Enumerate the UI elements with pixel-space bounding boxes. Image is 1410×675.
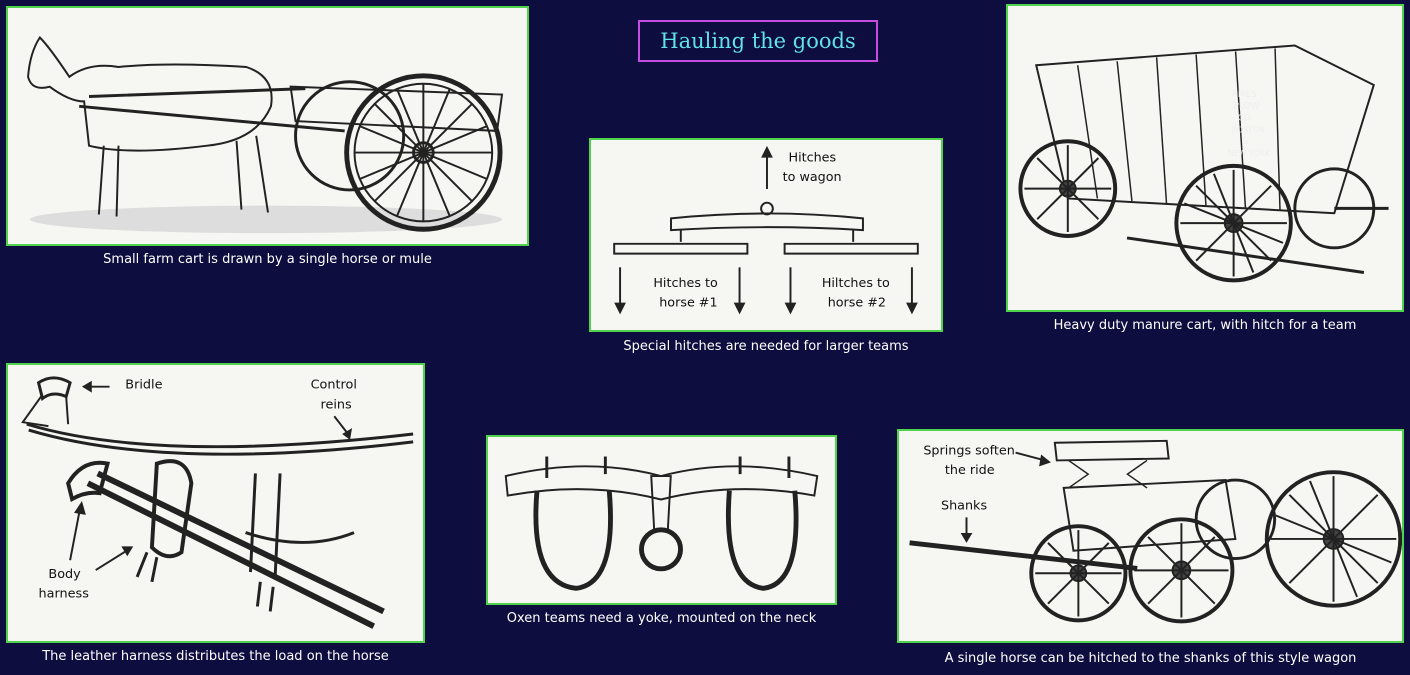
marking-4: & xyxy=(1242,137,1249,147)
marking-2: CO. xyxy=(1238,113,1254,123)
farm-cart-caption: Small farm cart is drawn by a single hor… xyxy=(103,252,432,267)
label-springs-2: the ride xyxy=(945,463,995,478)
manure-cart-caption: Heavy duty manure cart, with hitch for a… xyxy=(1053,318,1357,333)
harness-panel: Bridle Control reins Body harness xyxy=(6,363,425,643)
wagon-caption: A single horse can be hitched to the sha… xyxy=(944,651,1357,666)
page-title-box: Hauling the goods xyxy=(638,20,878,62)
yoke-panel xyxy=(486,435,837,605)
label-control-1: Control xyxy=(311,378,357,393)
label-horse1-1: Hitches to xyxy=(653,276,718,291)
label-hitches-wagon-1: Hitches xyxy=(789,151,837,166)
marking-0: AMES xyxy=(1232,90,1257,100)
farm-cart-illustration xyxy=(27,35,504,234)
hitches-diagram: Hitches to wagon Hitches to horse #1 Hil… xyxy=(613,145,919,315)
page-title: Hauling the goods xyxy=(660,29,856,53)
label-springs-1: Springs soften xyxy=(923,444,1014,459)
marking-1: PLOW xyxy=(1234,102,1260,112)
label-control-2: reins xyxy=(320,397,352,412)
marking-5: NEW YORK xyxy=(1228,149,1271,158)
harness-caption: The leather harness distributes the load… xyxy=(42,649,389,664)
label-hitches-wagon-2: to wagon xyxy=(783,170,842,185)
wagon-panel: Springs soften the ride Shanks xyxy=(897,429,1404,643)
cart-markings: AMES PLOW CO. BOSTON & NEW YORK xyxy=(1228,90,1271,158)
label-body-1: Body xyxy=(48,567,81,582)
yoke-illustration xyxy=(504,456,819,591)
label-horse2-2: horse #2 xyxy=(828,295,886,310)
wagon-illustration: Springs soften the ride Shanks xyxy=(909,439,1402,624)
farm-cart-panel xyxy=(6,6,529,246)
label-shanks: Shanks xyxy=(941,499,987,514)
yoke-caption: Oxen teams need a yoke, mounted on the n… xyxy=(506,611,817,626)
harness-illustration: Bridle Control reins Body harness xyxy=(21,376,414,629)
label-body-2: harness xyxy=(39,587,90,602)
hitches-panel: Hitches to wagon Hitches to horse #1 Hil… xyxy=(589,138,943,332)
manure-cart-panel: AMES PLOW CO. BOSTON & NEW YORK xyxy=(1006,4,1404,312)
manure-cart-illustration: AMES PLOW CO. BOSTON & NEW YORK xyxy=(1018,44,1389,283)
label-bridle: Bridle xyxy=(125,378,162,393)
hitches-caption: Special hitches are needed for larger te… xyxy=(623,339,909,354)
marking-3: BOSTON xyxy=(1232,125,1265,134)
label-horse1-2: horse #1 xyxy=(659,295,717,310)
label-horse2-1: Hiltches to xyxy=(822,276,890,291)
